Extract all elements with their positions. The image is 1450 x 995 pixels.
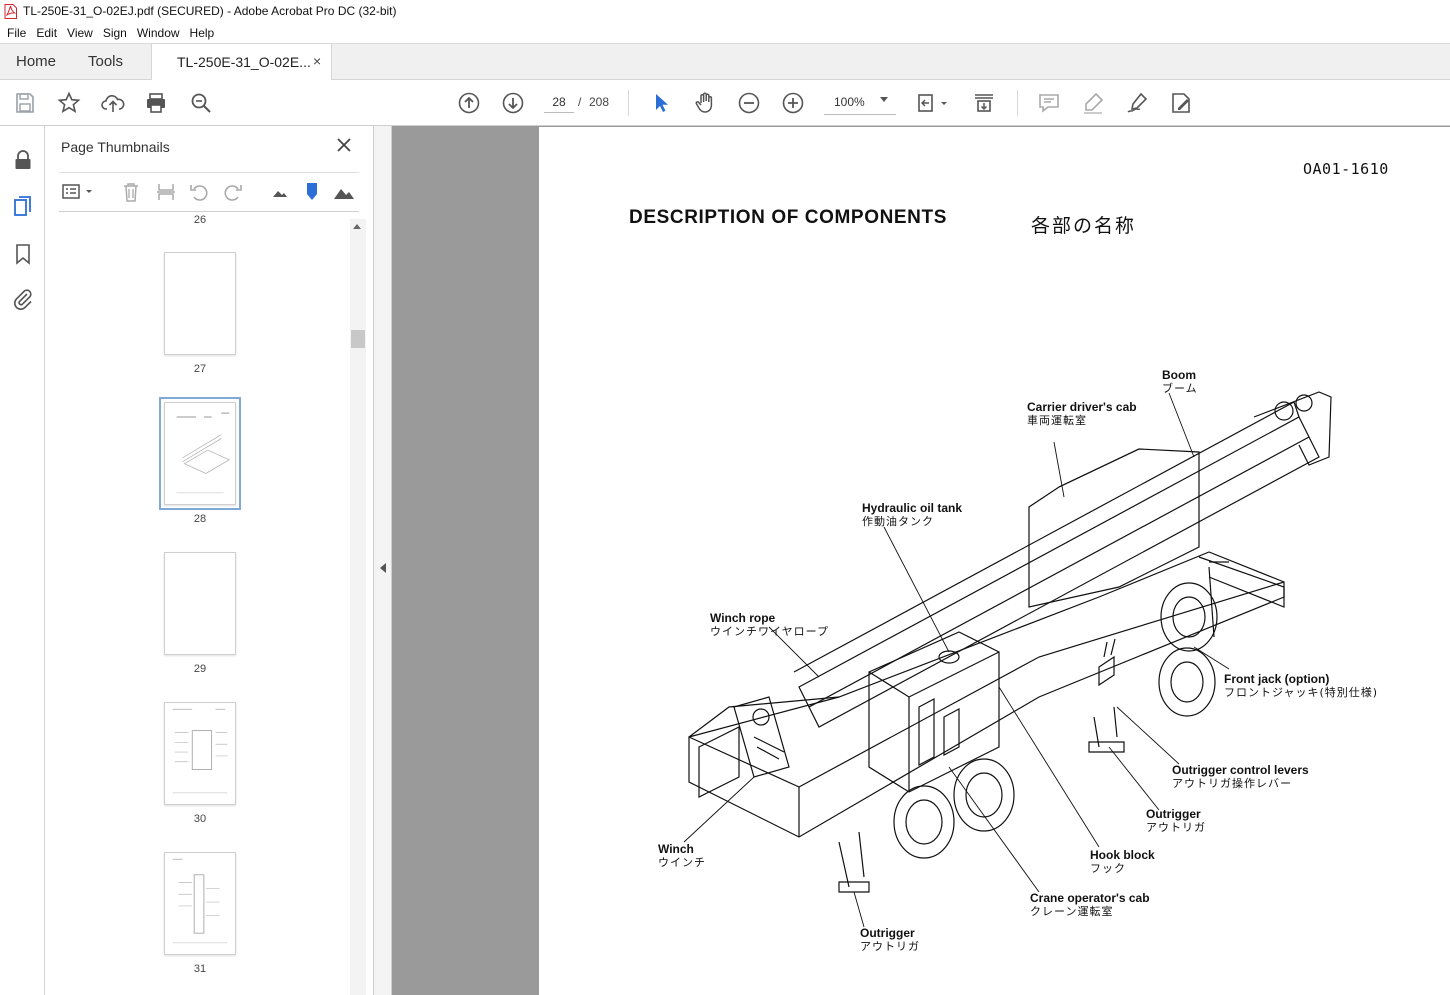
panel-title: Page Thumbnails	[61, 139, 170, 155]
label-crane-operators-cab: Crane operator's cab クレーン運転室	[1030, 891, 1150, 919]
menu-view[interactable]: View	[67, 25, 93, 40]
next-page-icon[interactable]	[501, 91, 525, 115]
menu-sign[interactable]: Sign	[102, 25, 127, 40]
thumbnail-page-number: 26	[193, 214, 207, 226]
rotate-counterclockwise-icon[interactable]	[188, 181, 210, 203]
label-outrigger-left: Outrigger アウトリガ	[860, 926, 920, 954]
page-total: 208	[589, 95, 610, 109]
document-title: DESCRIPTION OF COMPONENTS	[629, 207, 947, 228]
thumbnail-options-icon[interactable]	[61, 181, 95, 203]
label-boom: Boom ブーム	[1162, 368, 1198, 396]
document-title-japanese: 各部の名称	[1031, 215, 1137, 237]
bookmark-star-icon[interactable]	[57, 91, 81, 115]
zoom-level-select[interactable]: 100%	[824, 91, 896, 115]
thumbnail-page-number: 30	[193, 813, 207, 825]
bookmark-icon[interactable]	[11, 242, 35, 266]
thumbnail-page-number: 28	[193, 513, 207, 525]
tab-home[interactable]: Home	[16, 53, 57, 70]
thumbnail-scrollbar[interactable]	[350, 219, 366, 995]
scroll-up-arrow-icon[interactable]	[353, 224, 361, 229]
toolbar-divider	[628, 90, 629, 116]
tab-close-button[interactable]: ×	[313, 53, 322, 69]
thumbnail-small-icon[interactable]	[269, 181, 291, 203]
menu-bar: File Edit View Sign Window Help	[0, 22, 1450, 43]
menu-file[interactable]: File	[7, 25, 27, 40]
close-icon[interactable]	[335, 136, 353, 154]
zoom-search-icon[interactable]	[189, 91, 213, 115]
thumbnail-preview-image	[176, 412, 230, 494]
panel-collapse-handle[interactable]	[374, 126, 392, 995]
tab-document[interactable]: TL-250E-31_O-02E... ×	[151, 43, 332, 81]
toolbar-divider	[1017, 90, 1018, 116]
label-hook-block: Hook block フック	[1090, 848, 1155, 876]
thumbnail-page-29[interactable]	[164, 552, 236, 655]
zoom-out-icon[interactable]	[737, 91, 761, 115]
document-view[interactable]: OA01-1610 DESCRIPTION OF COMPONENTS 各部の名…	[392, 126, 1450, 995]
thumbnail-list: 26 27 28 29 30	[59, 212, 349, 995]
sign-pen-icon[interactable]	[1125, 91, 1149, 115]
page-thumbnails-panel: Page Thumbnails 26 27	[45, 126, 374, 995]
lock-icon[interactable]	[11, 148, 35, 172]
highlight-pen-icon[interactable]	[1081, 91, 1105, 115]
label-carrier-drivers-cab: Carrier driver's cab 車両運転室	[1027, 400, 1137, 428]
page-fit-icon[interactable]	[916, 91, 950, 115]
thumbnail-preview-image	[172, 708, 228, 794]
select-cursor-icon[interactable]	[649, 91, 673, 115]
page-number-input[interactable]	[544, 91, 574, 113]
menu-help[interactable]: Help	[189, 25, 215, 40]
label-winch-rope: Winch rope ウインチワイヤロープ	[710, 611, 830, 639]
delete-page-icon[interactable]	[120, 181, 142, 203]
thumbnail-page-30[interactable]	[164, 702, 236, 805]
comment-icon[interactable]	[1037, 91, 1061, 115]
main-toolbar: / 208 100%	[0, 80, 1450, 126]
fill-sign-icon[interactable]	[1169, 91, 1193, 115]
label-hydraulic-oil-tank: Hydraulic oil tank 作動油タンク	[862, 501, 963, 529]
tab-tools[interactable]: Tools	[88, 53, 124, 70]
pdf-file-icon	[4, 3, 17, 19]
scrollbar-thumb[interactable]	[351, 330, 365, 348]
page-thumbnails-icon[interactable]	[11, 194, 35, 218]
document-code: OA01-1610	[1303, 160, 1389, 178]
scroll-mode-icon[interactable]	[972, 91, 996, 115]
chevron-down-icon	[880, 97, 888, 102]
crane-diagram	[683, 391, 1332, 928]
label-outrigger-control-levers: Outrigger control levers アウトリガ操作レバー	[1172, 763, 1309, 791]
thumbnail-page-27[interactable]	[164, 252, 236, 355]
thumbnail-page-number: 29	[193, 663, 207, 675]
collapse-arrow-icon	[380, 563, 386, 573]
extract-page-icon[interactable]	[155, 181, 177, 203]
previous-page-icon[interactable]	[457, 91, 481, 115]
thumbnail-size-slider-icon[interactable]	[301, 181, 323, 203]
menu-edit[interactable]: Edit	[36, 25, 58, 40]
zoom-level-value: 100%	[834, 95, 865, 109]
thumbnail-preview-image	[172, 858, 228, 944]
label-winch: Winch ウインチ	[658, 842, 706, 870]
thumbnail-large-icon[interactable]	[333, 181, 355, 203]
title-bar: TL-250E-31_O-02EJ.pdf (SECURED) - Adobe …	[0, 0, 1450, 22]
label-front-jack: Front jack (option) フロントジャッキ(特別仕様)	[1224, 672, 1379, 700]
zoom-in-icon[interactable]	[781, 91, 805, 115]
thumbnail-page-number: 31	[193, 963, 207, 975]
hand-tool-icon[interactable]	[693, 91, 717, 115]
thumbnail-toolbar	[59, 172, 359, 212]
tab-document-label: TL-250E-31_O-02E...	[177, 54, 311, 70]
upload-cloud-icon[interactable]	[101, 91, 125, 115]
thumbnail-page-28[interactable]	[159, 397, 241, 510]
print-icon[interactable]	[144, 91, 168, 115]
pdf-page: OA01-1610 DESCRIPTION OF COMPONENTS 各部の名…	[539, 127, 1450, 995]
thumbnail-page-number: 27	[193, 363, 207, 375]
page-separator: /	[578, 95, 582, 109]
left-navigation-rail	[0, 126, 45, 995]
thumbnail-page-31[interactable]	[164, 852, 236, 955]
attachment-paperclip-icon[interactable]	[11, 287, 35, 311]
save-icon[interactable]	[13, 91, 37, 115]
label-outrigger-right: Outrigger アウトリガ	[1146, 807, 1206, 835]
menu-window[interactable]: Window	[136, 25, 180, 40]
tab-bar: Home Tools TL-250E-31_O-02E... ×	[0, 43, 1450, 81]
window-title: TL-250E-31_O-02EJ.pdf (SECURED) - Adobe …	[23, 4, 397, 18]
rotate-clockwise-icon[interactable]	[222, 181, 244, 203]
